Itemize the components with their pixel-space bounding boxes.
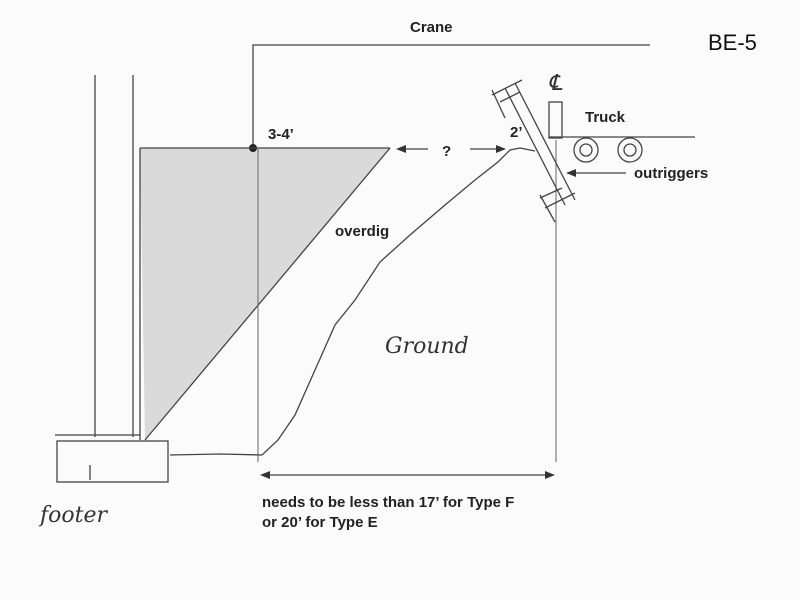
truck-cab [548, 101, 563, 139]
dimension-arrowhead-right [545, 471, 555, 479]
centerline-symbol: ℄ [548, 71, 563, 96]
ground-label: Ground [385, 334, 469, 359]
truck-wheel-front [573, 137, 599, 163]
unknown-gap-label: ? [442, 143, 451, 160]
overdig-label: overdig [335, 223, 389, 240]
truck-wheel-rear-hub [623, 143, 637, 157]
requirement-line-2: or 20’ for Type E [262, 514, 378, 531]
arrowhead-right [496, 145, 506, 153]
truck-label: Truck [585, 109, 626, 126]
outriggers-arrowhead [566, 169, 576, 177]
outrigger-pad [491, 79, 576, 223]
overdig-shaded-area [140, 148, 390, 440]
figure-title: BE-5 [708, 30, 757, 55]
ground-surface-line [169, 147, 536, 456]
arrowhead-left [396, 145, 406, 153]
crane-label: Crane [410, 19, 453, 36]
footer-box [56, 440, 169, 483]
requirement-line-1: needs to be less than 17’ for Type F [262, 494, 514, 511]
edge-offset-label: 2’ [510, 124, 523, 141]
distance-top-label: 3-4’ [268, 126, 294, 143]
truck-wheel-rear [617, 137, 643, 163]
outriggers-label: outriggers [634, 165, 708, 182]
overdig-slope-line [144, 147, 391, 441]
footer-label: footer [38, 503, 108, 528]
truck-wheel-front-hub [579, 143, 593, 157]
dimension-arrowhead-left [260, 471, 270, 479]
crane-outline [252, 44, 650, 148]
